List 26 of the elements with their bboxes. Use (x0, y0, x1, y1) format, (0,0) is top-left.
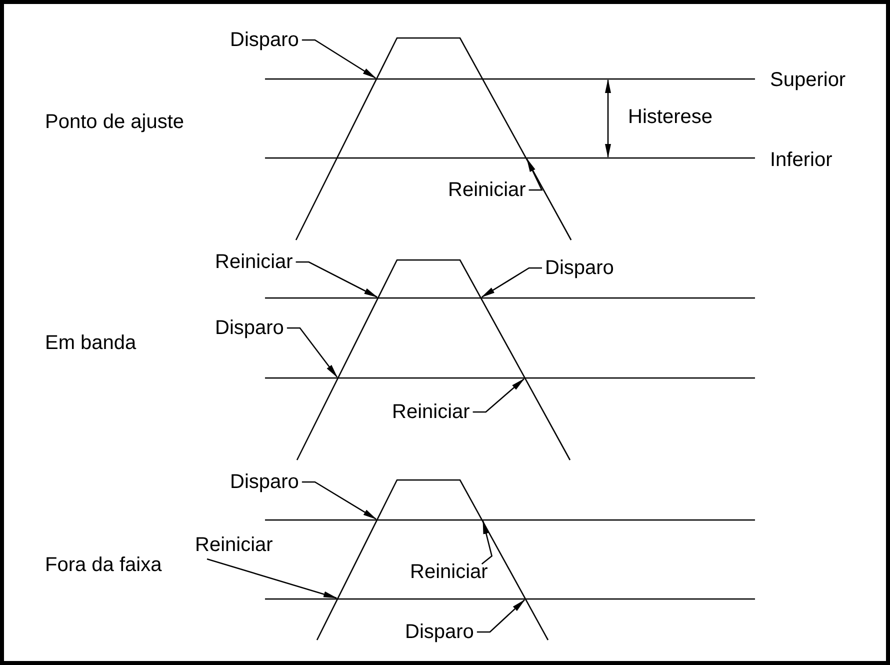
leader-line (476, 599, 526, 633)
callout-label: Disparo (405, 620, 474, 644)
level-label: Inferior (770, 148, 832, 172)
leader-line (296, 261, 378, 298)
callout-label: Reiniciar (410, 560, 488, 584)
callout-label: Reiniciar (448, 178, 526, 202)
leader-line (302, 481, 377, 520)
callout-label: Reiniciar (195, 533, 273, 557)
level-label: Superior (770, 68, 846, 92)
callout-label: Reiniciar (392, 400, 470, 424)
leader-line (302, 39, 376, 79)
callout-label: Disparo (230, 28, 299, 52)
hysteresis-label: Histerese (628, 105, 712, 129)
leader-line (481, 267, 542, 298)
leader-line (481, 520, 493, 564)
leader-line (526, 158, 543, 191)
mode-label: Em banda (45, 331, 136, 355)
callout-label: Reiniciar (215, 250, 293, 274)
callout-label: Disparo (545, 256, 614, 280)
leader-line (472, 378, 525, 413)
leader-line (286, 327, 338, 378)
leader-line (206, 558, 338, 599)
callout-label: Disparo (230, 470, 299, 494)
mode-label: Ponto de ajuste (45, 110, 184, 134)
callout-label: Disparo (215, 316, 284, 340)
mode-label: Fora da faixa (45, 553, 162, 577)
